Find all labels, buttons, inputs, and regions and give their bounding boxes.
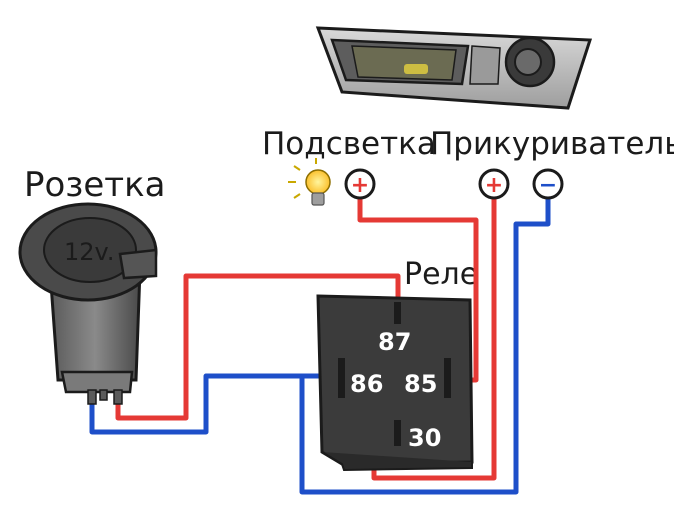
relay-label: Реле xyxy=(404,257,478,292)
backlight-label: Подсветка xyxy=(262,126,436,162)
relay: 87 86 85 30 xyxy=(316,294,474,472)
socket-voltage-label: 12v. xyxy=(64,238,115,266)
wire-lighter-minus-loop xyxy=(299,193,551,495)
pin-87-label: 87 xyxy=(378,328,411,356)
pin-30-label: 30 xyxy=(408,424,441,452)
lighter-minus-terminal: − xyxy=(532,168,564,200)
pin-86-blade xyxy=(338,358,345,398)
power-socket-icon: 12v. xyxy=(18,202,158,405)
pin-87-blade xyxy=(394,302,401,324)
wire-socket-to-86 xyxy=(89,373,347,435)
pin-86-label: 86 xyxy=(350,370,383,398)
negative-wires xyxy=(89,193,551,495)
backlight-plus-terminal: + xyxy=(344,168,376,200)
wire-socket-to-87 xyxy=(115,273,401,421)
lighter-plus-terminal: + xyxy=(478,168,510,200)
pin-30-blade xyxy=(394,420,401,446)
car-radio-icon xyxy=(315,26,593,110)
light-bulb-icon xyxy=(288,158,331,206)
pin-85-blade xyxy=(444,358,451,398)
lighter-label: Прикуриватель xyxy=(430,126,674,162)
backlight-plus-sign: + xyxy=(351,173,369,198)
pin-85-label: 85 xyxy=(404,370,437,398)
lighter-minus-sign: − xyxy=(539,173,557,198)
socket-label: Розетка xyxy=(24,165,165,205)
lighter-plus-sign: + xyxy=(485,173,503,198)
